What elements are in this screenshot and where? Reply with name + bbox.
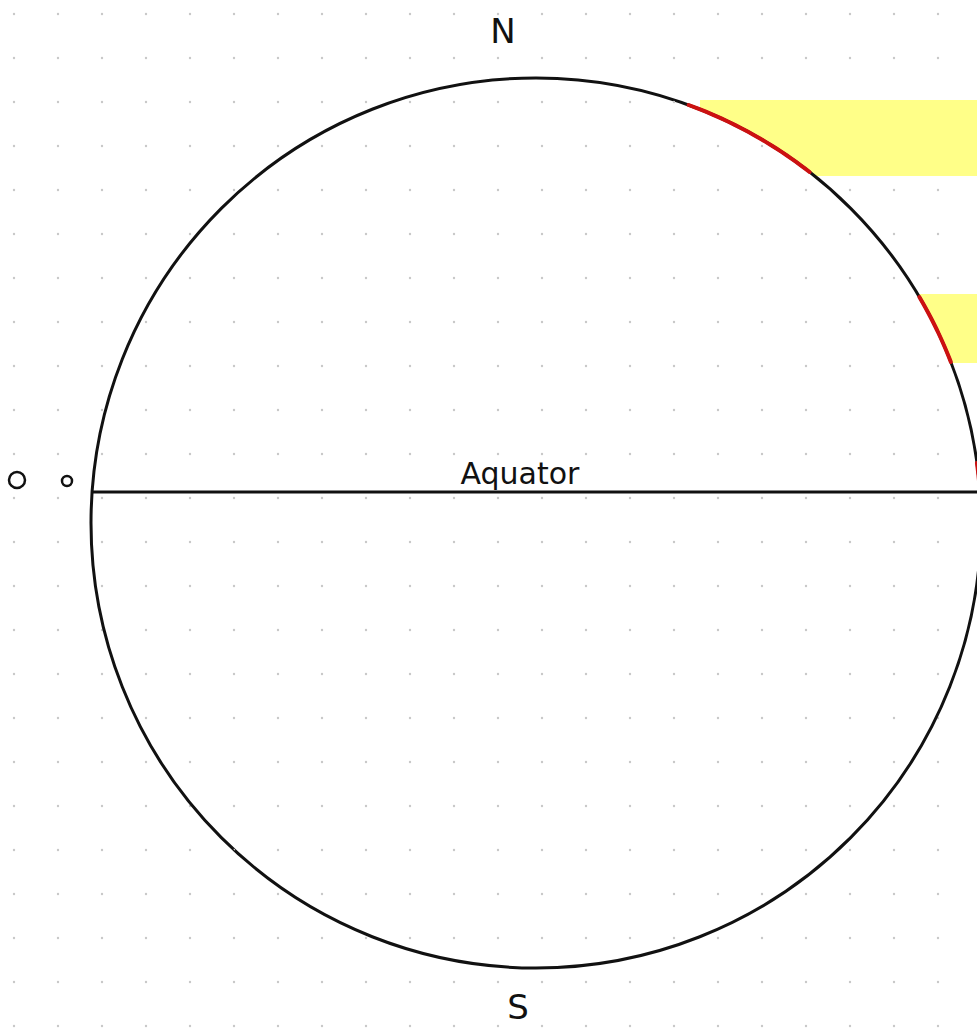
- small-circle: [9, 472, 25, 488]
- lit-surface-arc: [919, 297, 951, 362]
- equator-label: Aquator: [458, 459, 583, 489]
- south-label: S: [504, 990, 532, 1024]
- earth-circle: [91, 78, 977, 968]
- north-label: N: [487, 14, 518, 48]
- small-circle: [62, 476, 72, 486]
- dot-grid: [91, 78, 977, 968]
- equator-line: [92, 491, 977, 494]
- lit-surface-arc: [689, 105, 810, 172]
